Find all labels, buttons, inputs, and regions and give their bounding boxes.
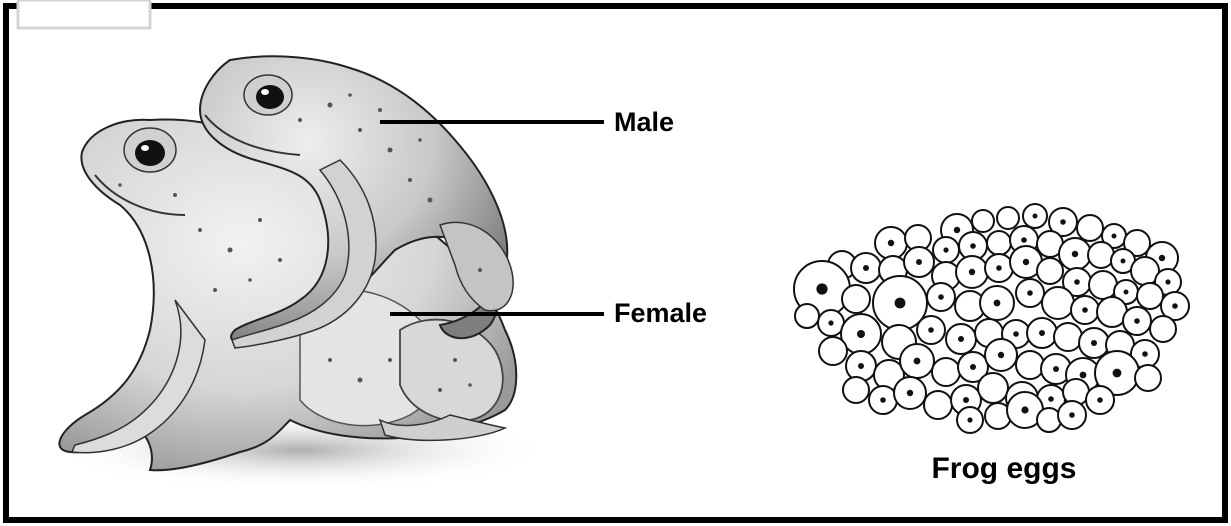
male-eye-highlight bbox=[261, 89, 269, 95]
male-eye bbox=[256, 85, 284, 109]
frog-egg-nucleus bbox=[1080, 372, 1087, 379]
frog-egg-nucleus bbox=[1013, 331, 1019, 337]
frog-egg-nucleus bbox=[943, 247, 948, 252]
frog-egg-nucleus bbox=[1039, 330, 1045, 336]
frog-egg bbox=[1088, 242, 1114, 268]
frog-egg bbox=[1042, 287, 1074, 319]
frog-egg bbox=[843, 377, 869, 403]
frog-egg-nucleus bbox=[954, 227, 960, 233]
frog-egg-nucleus bbox=[994, 300, 1001, 307]
frog-egg-nucleus bbox=[1021, 237, 1027, 243]
frog-egg-nucleus bbox=[996, 265, 1002, 271]
frog-egg bbox=[987, 231, 1011, 255]
frog-egg bbox=[932, 358, 960, 386]
frog-egg-nucleus bbox=[895, 298, 906, 309]
decorative-tab bbox=[18, 0, 150, 28]
frog-egg-nucleus bbox=[1121, 259, 1126, 264]
frog-egg-nucleus bbox=[1069, 412, 1075, 418]
frog-egg bbox=[924, 391, 952, 419]
frog-egg-nucleus bbox=[1091, 340, 1097, 346]
frog-egg-nucleus bbox=[1097, 397, 1103, 403]
frog-egg-nucleus bbox=[816, 283, 827, 294]
frog-eggs-label: Frog eggs bbox=[931, 452, 1076, 485]
frog-egg bbox=[819, 337, 847, 365]
frog-egg-nucleus bbox=[938, 294, 944, 300]
female-eye-highlight bbox=[141, 145, 149, 151]
frog-egg-nucleus bbox=[958, 336, 964, 342]
frog-egg-nucleus bbox=[1023, 259, 1029, 265]
frog-egg-nucleus bbox=[1159, 255, 1165, 261]
frog-egg-nucleus bbox=[928, 327, 934, 333]
frog-egg bbox=[1089, 271, 1117, 299]
frog-egg bbox=[1016, 351, 1044, 379]
frog-egg bbox=[795, 304, 819, 328]
frog-egg bbox=[1137, 283, 1163, 309]
female-eye bbox=[135, 140, 165, 166]
frog-egg-nucleus bbox=[1142, 351, 1148, 357]
frog-egg-nucleus bbox=[1082, 307, 1088, 313]
frog-egg bbox=[1037, 258, 1063, 284]
frog-egg-nucleus bbox=[1033, 214, 1038, 219]
frog-egg-nucleus bbox=[1112, 234, 1117, 239]
frog-egg-nucleus bbox=[970, 243, 976, 249]
frog-egg-nucleus bbox=[1134, 318, 1140, 324]
frog-egg-nucleus bbox=[1124, 290, 1129, 295]
frog-egg bbox=[997, 207, 1019, 229]
frog-egg bbox=[972, 210, 994, 232]
frog-egg bbox=[978, 373, 1008, 403]
frog-egg-nucleus bbox=[858, 363, 864, 369]
frog-egg-nucleus bbox=[888, 240, 894, 246]
male-label: Male bbox=[614, 107, 674, 137]
female-label: Female bbox=[614, 298, 707, 328]
frog-egg-nucleus bbox=[1027, 290, 1033, 296]
frog-egg-nucleus bbox=[963, 397, 969, 403]
frog-egg-nucleus bbox=[1074, 279, 1080, 285]
frog-egg-nucleus bbox=[907, 390, 913, 396]
frog-egg-nucleus bbox=[880, 397, 886, 403]
frog-egg-nucleus bbox=[998, 352, 1004, 358]
frog-egg-nucleus bbox=[863, 265, 869, 271]
frog-egg-nucleus bbox=[828, 320, 833, 325]
frog-egg-nucleus bbox=[967, 417, 972, 422]
frog-egg-nucleus bbox=[1053, 366, 1059, 372]
frog-egg bbox=[1135, 365, 1161, 391]
frog-egg-nucleus bbox=[1165, 279, 1170, 284]
frog-egg-nucleus bbox=[970, 364, 976, 370]
frog-egg-nucleus bbox=[1172, 303, 1178, 309]
frog-egg-nucleus bbox=[1021, 406, 1028, 413]
frog-egg-nucleus bbox=[1048, 396, 1054, 402]
frog-egg bbox=[1150, 316, 1176, 342]
frog-egg-nucleus bbox=[1060, 219, 1066, 225]
frog-egg-nucleus bbox=[1072, 251, 1078, 257]
frog-egg bbox=[1054, 323, 1082, 351]
frog-egg-nucleus bbox=[1113, 369, 1122, 378]
frog-egg-nucleus bbox=[916, 259, 922, 265]
frog-egg-nucleus bbox=[857, 330, 865, 338]
frog-egg bbox=[842, 285, 870, 313]
frog-egg-nucleus bbox=[969, 269, 975, 275]
frog-egg-nucleus bbox=[914, 358, 921, 365]
frog-egg bbox=[1077, 215, 1103, 241]
